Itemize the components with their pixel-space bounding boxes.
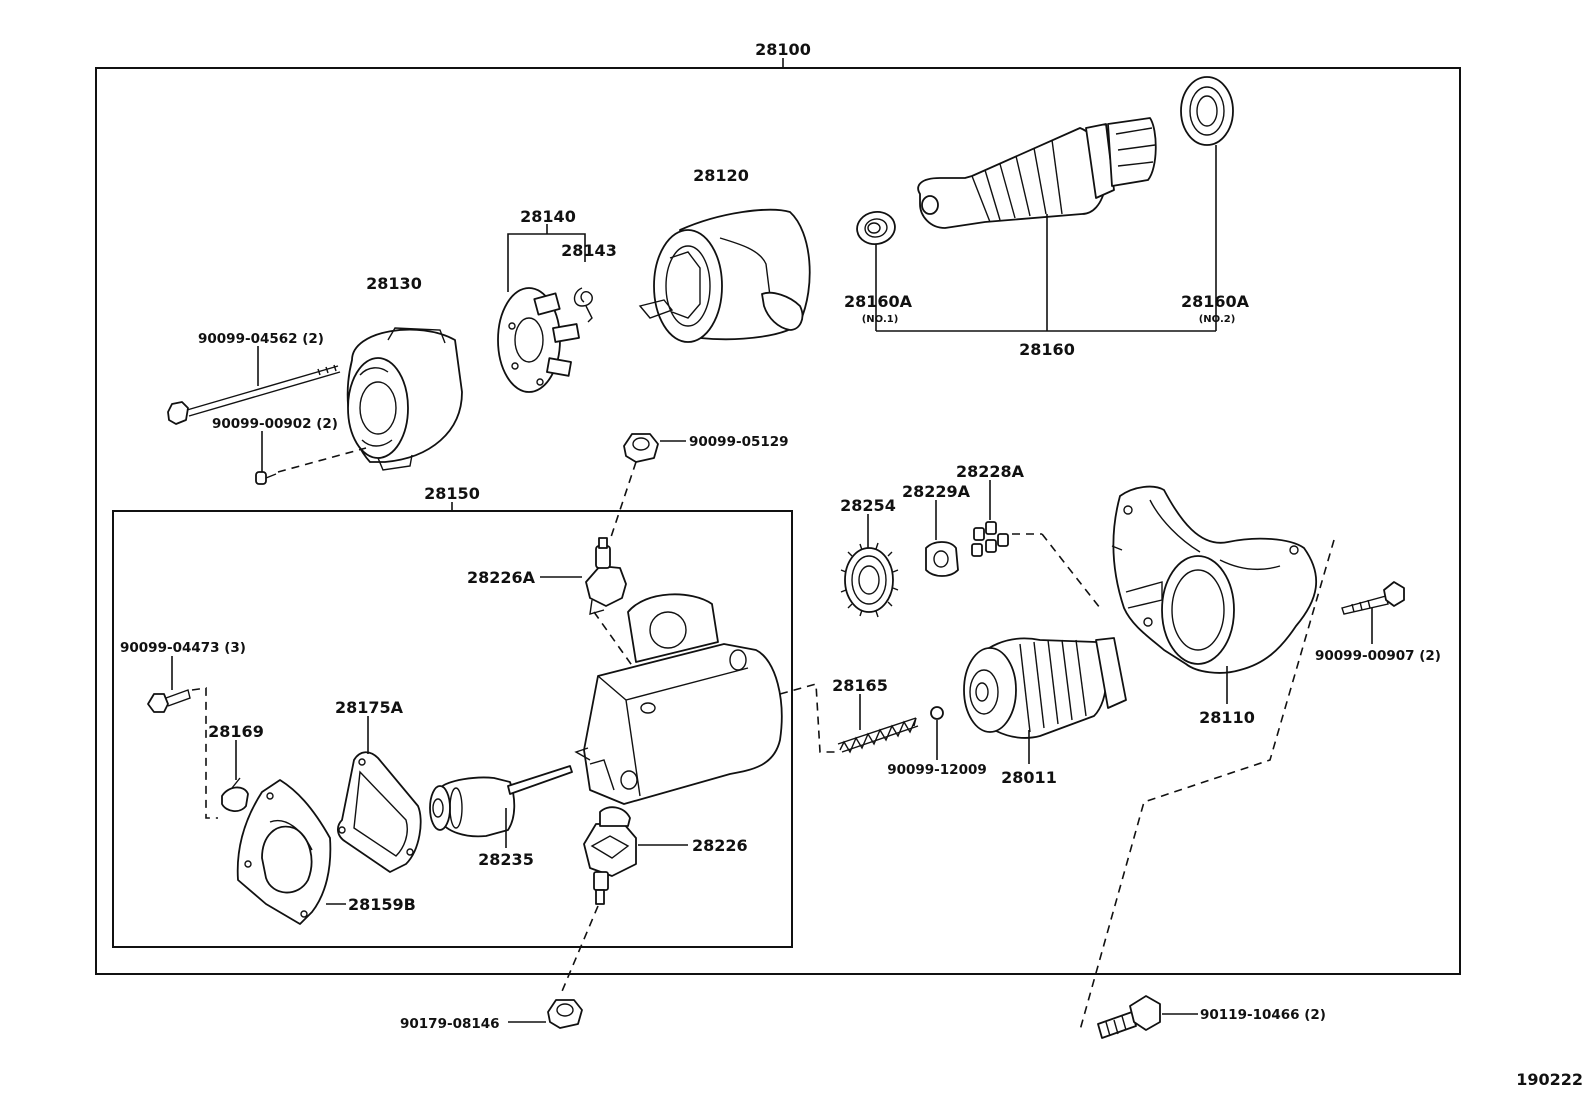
part-28120-yoke[interactable] [638,208,811,343]
part-28229a-retainer[interactable] [925,541,959,577]
label-90099-12009: 90099-12009 [887,762,987,778]
assembly-label: 28100 [755,40,811,59]
label-28175a: 28175A [335,698,404,717]
label-28140: 28140 [520,207,576,226]
assembly-28100-outline [95,67,1461,975]
note-28160a-no1: (NO.1) [862,314,899,325]
label-28130: 28130 [366,274,422,293]
label-28143: 28143 [561,241,617,260]
part-28160-armature[interactable] [917,117,1157,229]
part-28169-clip[interactable] [221,777,249,812]
part-28160a-bearing-no1[interactable] [855,209,898,247]
part-28175a-gasket[interactable] [337,751,422,873]
label-28160a-no1: 28160A [844,292,913,311]
label-90099-00907: 90099-00907 (2) [1315,648,1441,664]
label-28110: 28110 [1199,708,1255,727]
drawing-number: 190222 [1516,1070,1583,1089]
label-28226a: 28226A [467,568,536,587]
note-28160a-no2: (NO.2) [1199,314,1236,325]
label-28235: 28235 [478,850,534,869]
part-28159b-end-cover[interactable] [236,779,332,925]
label-28160a-no2: 28160A [1181,292,1250,311]
label-90099-00902: 90099-00902 (2) [212,416,338,432]
label-28226: 28226 [692,836,748,855]
sub-assembly-label: 28150 [424,484,480,503]
label-28011: 28011 [1001,768,1057,787]
part-28110-drive-housing[interactable] [1111,485,1318,674]
label-90099-04562: 90099-04562 (2) [198,331,324,347]
part-28143-brush-spring[interactable] [573,287,593,323]
label-90099-05129: 90099-05129 [689,434,789,450]
part-28150-magnetic-switch[interactable] [574,593,783,805]
label-28169: 28169 [208,722,264,741]
part-90099-00907-bolt[interactable] [1341,581,1405,615]
part-28011-clutch[interactable] [963,637,1127,739]
part-90099-04473-screw[interactable] [147,689,191,713]
label-90179-08146: 90179-08146 [400,1016,500,1032]
label-28160: 28160 [1019,340,1075,359]
part-28254-gear[interactable] [840,542,899,618]
part-90099-05129-nut[interactable] [623,433,659,463]
part-28228a-rollers[interactable] [971,521,1009,557]
part-90099-00902-screw[interactable] [255,471,277,485]
part-90099-12009-ball[interactable] [930,706,944,720]
part-90119-10466-bolt[interactable] [1097,995,1161,1039]
part-90179-08146-nut[interactable] [547,999,583,1029]
label-28254: 28254 [840,496,896,515]
label-90099-04473: 90099-04473 (3) [120,640,246,656]
part-28140-brush-holder[interactable] [497,287,580,393]
label-28159b: 28159B [348,895,416,914]
part-28235-plunger[interactable] [429,765,573,838]
label-28120: 28120 [693,166,749,185]
part-28160a-bearing-no2[interactable] [1180,76,1234,146]
part-28130-end-frame[interactable] [346,327,463,471]
label-28165: 28165 [832,676,888,695]
part-28226a-terminal[interactable] [585,537,627,615]
label-90119-10466: 90119-10466 (2) [1200,1007,1326,1023]
label-28228a: 28228A [956,462,1025,481]
part-28226-terminal[interactable] [583,806,637,905]
part-28165-spring[interactable] [837,717,919,754]
part-90099-04562-through-bolt[interactable] [167,364,341,425]
label-28229a: 28229A [902,482,971,501]
